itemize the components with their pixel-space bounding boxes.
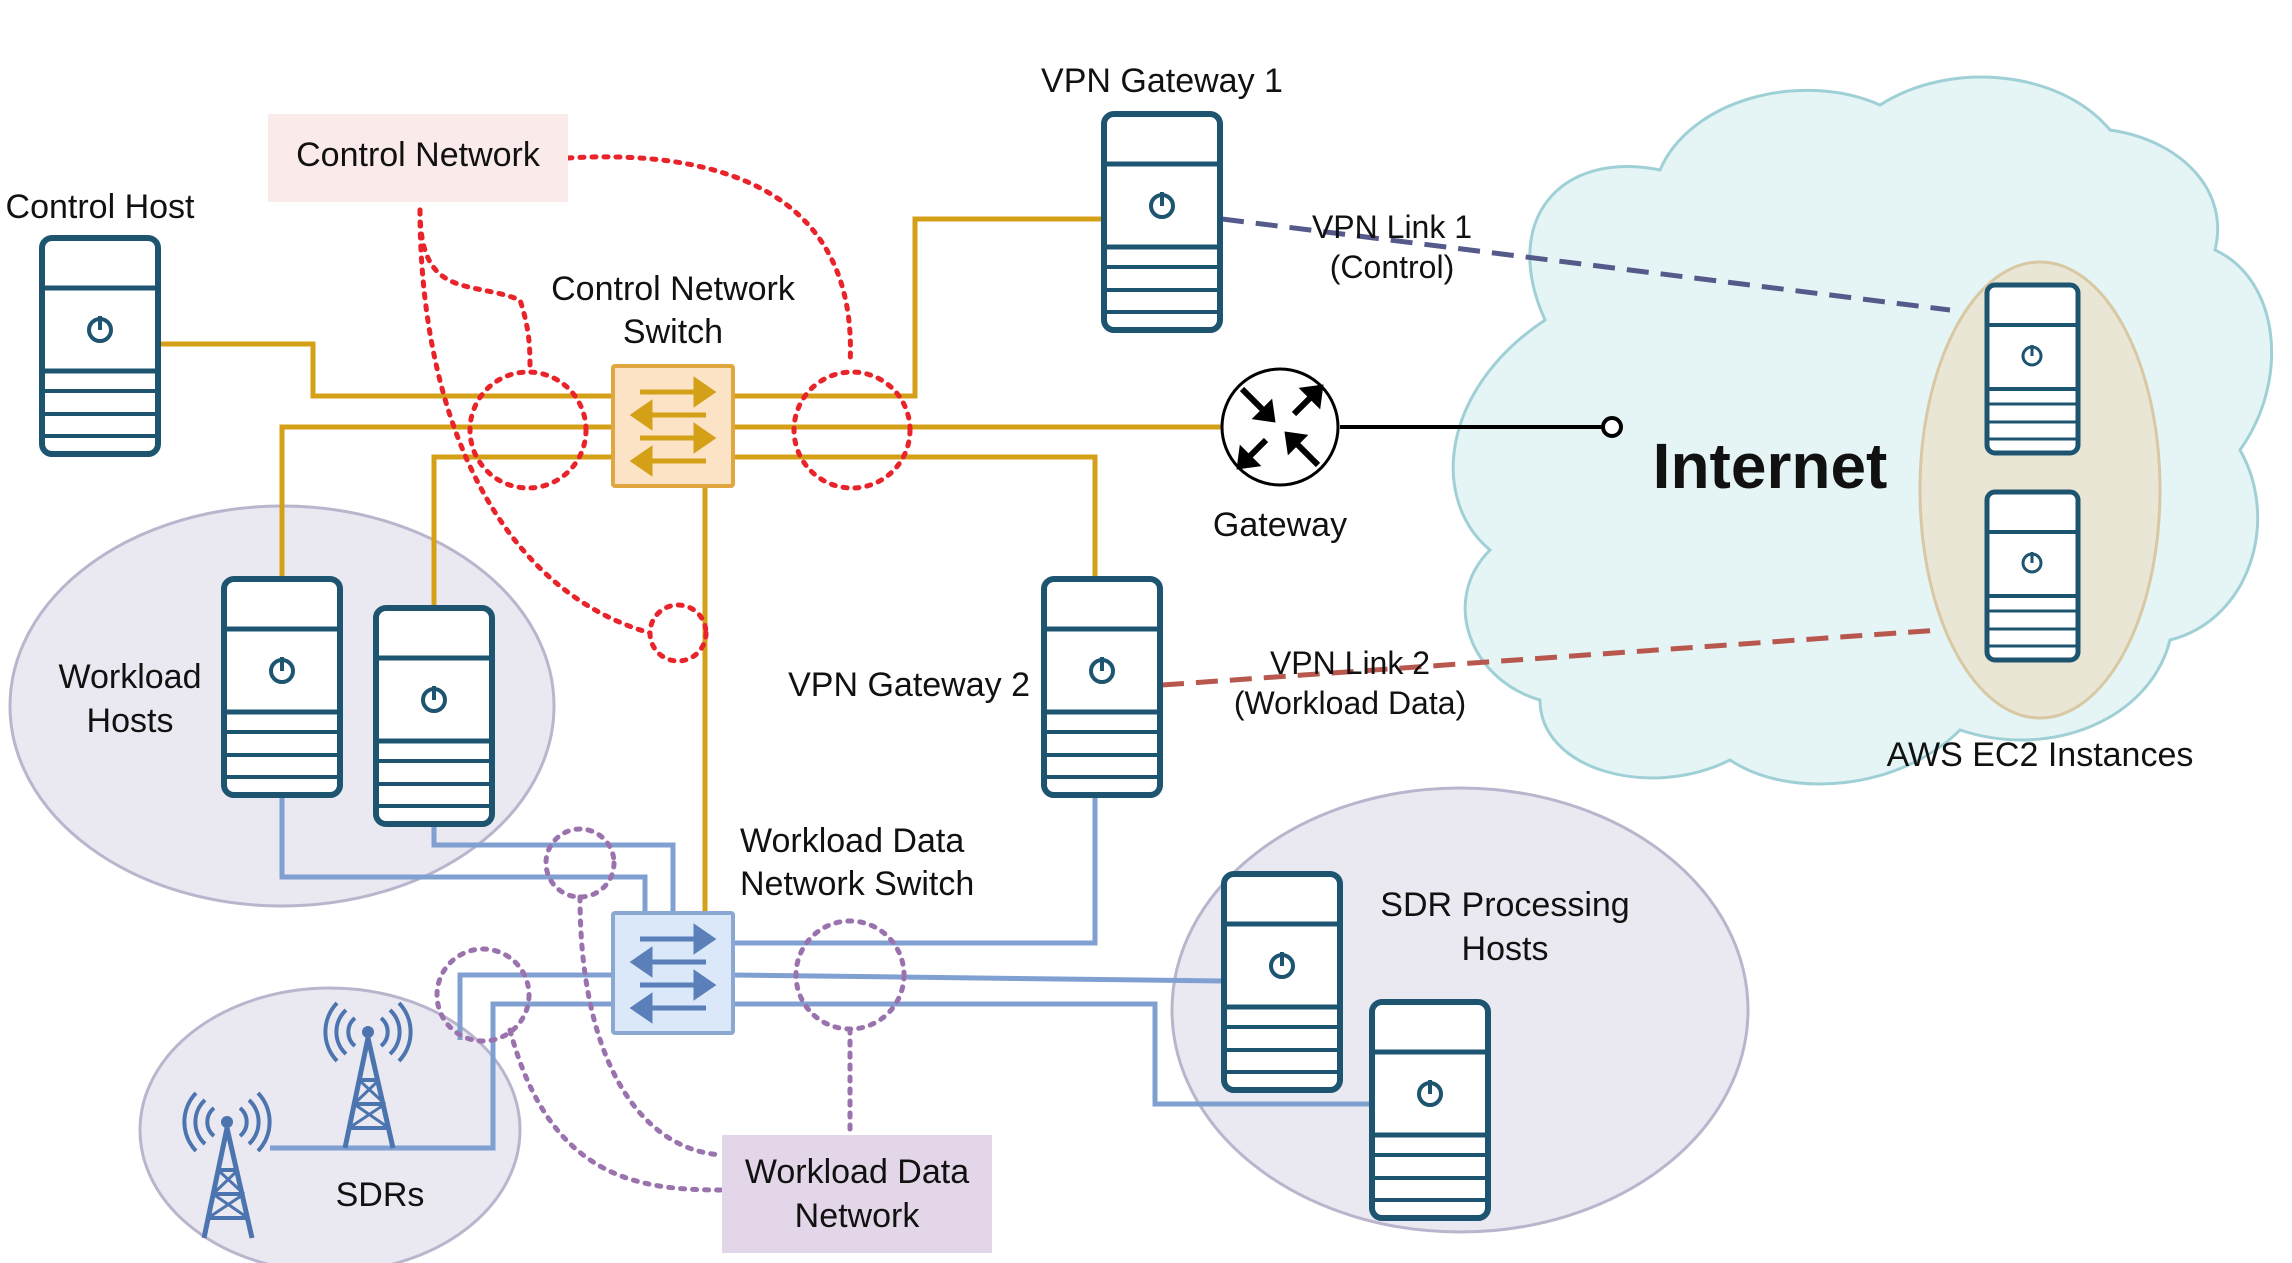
sdrs-label: SDRs [336,1176,425,1214]
sdr-processing-label-line1: SDR Processing [1380,886,1629,924]
control-network-dotted-links [417,154,913,664]
internet-endpoint [1601,416,1623,438]
workload-switch-label-line2: Network Switch [740,865,974,903]
control-network-switch-icon[interactable] [611,364,735,488]
sdr-processing-host-2-server-icon[interactable] [1372,1002,1488,1218]
aws-ec2-label: AWS EC2 Instances [1887,736,2194,774]
control-host-label: Control Host [6,188,196,226]
workload-switch-label-line1: Workload Data [740,822,964,860]
control-network-label-box [268,114,568,202]
workload-data-links [270,795,1370,1151]
vpn-gateway-1-server-icon[interactable] [1104,114,1220,330]
sdr-processing-host-1-server-icon[interactable] [1224,874,1340,1090]
control-switch-label-line1: Control Network [551,270,796,308]
gateway-label: Gateway [1213,506,1347,544]
control-network-links [160,216,1222,931]
workload-host-2-server-icon[interactable] [376,608,492,824]
vpn-gateway-1-label: VPN Gateway 1 [1041,62,1283,100]
workload-network-label-line1: Workload Data [745,1153,969,1191]
internet-label: Internet [1653,430,1888,502]
workload-host-1-server-icon[interactable] [224,579,340,795]
control-network-label: Control Network [296,136,541,174]
vpn-gateway-2-label: VPN Gateway 2 [788,666,1030,704]
vpn-link-2-label-line1: VPN Link 2 [1270,645,1430,681]
vpn-link-2-line [1161,627,1941,688]
vpn-link-1-label-line2: (Control) [1330,249,1454,285]
sdr-processing-label-line2: Hosts [1462,930,1549,968]
control-host-server-icon[interactable] [42,238,158,454]
vpn-gateway-2-server-icon[interactable] [1044,579,1160,795]
aws-ec2-instance-1-server-icon[interactable] [1987,285,2078,453]
workload-network-dotted-links [434,826,907,1193]
workload-hosts-label-line1: Workload [59,658,202,696]
vpn-link-1-label-line1: VPN Link 1 [1312,209,1472,245]
workload-network-label-line2: Network [795,1197,921,1235]
workload-network-label-box [722,1135,992,1253]
workload-data-switch-icon[interactable] [611,911,735,1035]
gateway-router-icon[interactable] [1220,367,1340,487]
vpn-link-1-line [1221,216,1951,313]
aws-ec2-instance-2-server-icon[interactable] [1987,492,2078,660]
vpn-link-2-label-line2: (Workload Data) [1234,685,1466,721]
control-switch-label-line2: Switch [623,313,723,351]
workload-hosts-label-line2: Hosts [87,702,174,740]
